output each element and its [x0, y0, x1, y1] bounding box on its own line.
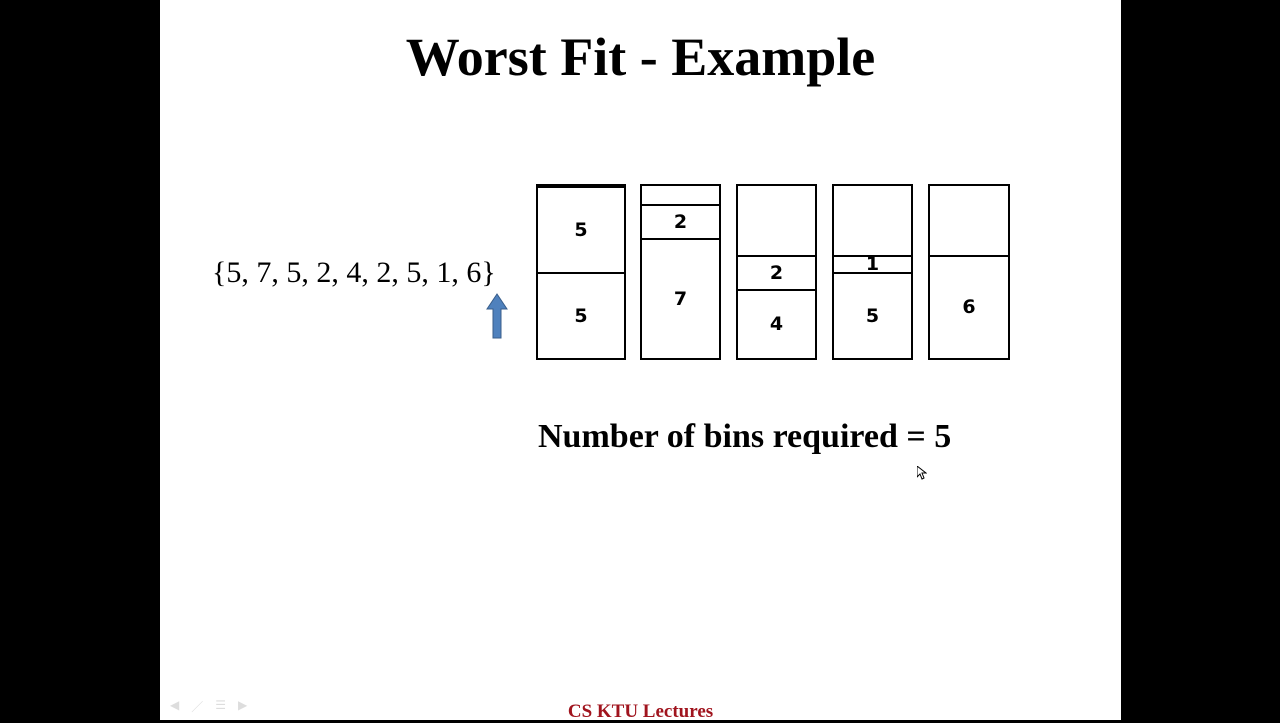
bin-item: 2: [738, 255, 815, 289]
slide-title: Worst Fit - Example: [405, 27, 876, 87]
up-arrow-icon: [486, 293, 508, 339]
item-sequence: {5, 7, 5, 2, 4, 2, 5, 1, 6}: [212, 256, 496, 289]
bin-item: 7: [642, 238, 719, 358]
bin-item: 6: [930, 255, 1008, 358]
slideshow-nav: ◀ ／ ☰ ▶: [170, 698, 247, 715]
bin-item: 5: [538, 272, 624, 358]
previous-icon[interactable]: ◀: [170, 698, 180, 712]
bin-item: 5: [834, 272, 911, 358]
bin-item: 5: [538, 186, 624, 272]
mouse-cursor-icon: [917, 466, 927, 480]
bin-item: 2: [642, 204, 719, 238]
slide: Worst Fit - Example {5, 7, 5, 2, 4, 2, 5…: [160, 0, 1121, 722]
menu-icon[interactable]: ☰: [215, 698, 227, 712]
next-icon[interactable]: ▶: [238, 698, 248, 712]
result-text: Number of bins required = 5: [538, 418, 952, 455]
bin-item: 4: [738, 289, 815, 358]
footer-text: CS KTU Lectures: [567, 701, 714, 722]
bin-5: 6: [928, 184, 1010, 360]
pen-icon[interactable]: ／: [191, 700, 204, 714]
bin-item: 1: [834, 255, 911, 274]
